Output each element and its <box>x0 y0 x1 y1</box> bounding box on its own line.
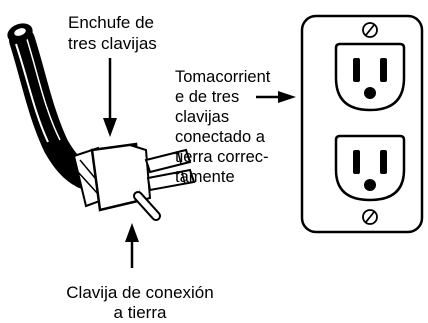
outlet-label: Tomacorrient e de tres clavijas conectad… <box>175 67 270 187</box>
outlet-label-line-2: e de tres <box>175 88 240 106</box>
wall-outlet <box>300 14 424 234</box>
outlet-arrow <box>256 91 296 103</box>
lower-receptacle <box>334 134 406 202</box>
ground-label-line-1: Clavija de conexión <box>66 283 214 302</box>
three-prong-plug <box>72 142 196 221</box>
upper-receptacle <box>334 42 406 112</box>
outlet-label-line-4: conectado a <box>175 128 265 146</box>
plug-label: Enchufe de tres clavijas <box>68 12 157 54</box>
outlet-label-line-1: Tomacorrient <box>175 68 271 86</box>
ground-label-line-2: a tierra <box>113 303 167 322</box>
ground-pin-arrow <box>125 223 139 268</box>
bottom-screw-icon <box>362 209 378 225</box>
ground-pin-label: Clavija de conexión a tierra <box>30 283 250 323</box>
outlet-label-line-5: tierra correc- <box>175 148 269 166</box>
plug-label-line-1: Enchufe de <box>68 13 155 32</box>
plug-label-line-2: tres clavijas <box>68 34 157 53</box>
top-screw-icon <box>362 22 378 38</box>
outlet-label-line-6: tamente <box>175 168 235 186</box>
power-cord <box>7 23 97 189</box>
plug-arrow <box>103 58 117 137</box>
outlet-label-line-3: clavijas <box>175 108 230 126</box>
